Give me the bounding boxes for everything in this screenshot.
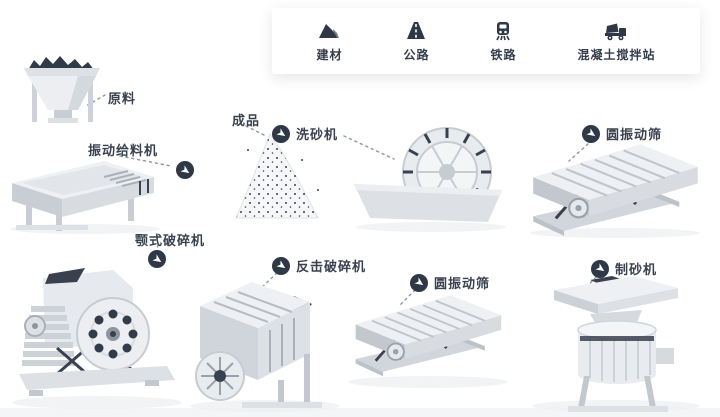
legend-item-concrete-plant: 混凝土搅拌站 — [577, 20, 655, 63]
send-arrow-icon — [275, 128, 285, 137]
legend-item-railway: 铁路 — [490, 20, 516, 63]
ground-shadow — [530, 228, 700, 238]
sand-maker-badge[interactable] — [591, 259, 609, 278]
vibrating-feeder-illustration — [8, 155, 158, 235]
vibrating-feeder-badge[interactable] — [176, 161, 194, 179]
legend-label: 铁路 — [490, 47, 517, 62]
jaw-crusher-illustration — [15, 248, 180, 406]
send-arrow-icon — [275, 260, 285, 269]
application-legend: 建材 公路 — [272, 8, 700, 74]
sand-maker-tag[interactable]: 制砂机 — [591, 259, 657, 278]
legend-label: 建材 — [316, 47, 343, 62]
send-arrow-icon — [151, 253, 161, 262]
raw-material-label: 原料 — [108, 91, 137, 106]
sand-washer-illustration — [352, 122, 507, 234]
impact-crusher-badge[interactable] — [272, 256, 290, 275]
ground-shadow — [356, 222, 506, 232]
road-icon — [404, 20, 428, 42]
sand-maker-label[interactable]: 制砂机 — [615, 262, 658, 277]
ground-shadow — [0, 408, 720, 417]
legend-item-building-materials: 建材 — [316, 20, 342, 63]
train-icon — [491, 20, 515, 42]
send-arrow-icon — [413, 277, 423, 286]
send-arrow-icon — [594, 263, 604, 272]
send-arrow-icon — [179, 164, 189, 173]
vibrating-feeder-label[interactable]: 振动给料机 — [88, 143, 159, 158]
circular-screen-top-tag[interactable]: 圆振动筛 — [582, 124, 662, 143]
jaw-crusher-badge[interactable] — [148, 250, 166, 268]
circular-vibrating-screen-top-illustration — [525, 136, 705, 239]
circular-vibrating-screen-bottom-illustration — [348, 288, 508, 379]
finished-product-pile-illustration — [230, 128, 325, 228]
ground-shadow — [348, 376, 508, 388]
circular-screen-bottom-tag[interactable]: 圆振动筛 — [410, 273, 490, 292]
sand-washer-label[interactable]: 洗砂机 — [296, 127, 339, 142]
circular-screen-bottom-label[interactable]: 圆振动筛 — [434, 276, 491, 291]
impact-crusher-label[interactable]: 反击破碎机 — [296, 259, 367, 274]
ground-shadow — [12, 396, 182, 409]
impact-crusher-illustration — [182, 268, 334, 414]
legend-label: 公路 — [403, 47, 430, 62]
sand-washer-badge[interactable] — [272, 124, 290, 143]
legend-item-highway: 公路 — [403, 20, 429, 63]
circular-screen-bottom-badge[interactable] — [410, 273, 428, 292]
mixer-truck-icon — [603, 20, 629, 42]
impact-crusher-tag[interactable]: 反击破碎机 — [272, 256, 366, 275]
circular-screen-top-label[interactable]: 圆振动筛 — [606, 127, 663, 142]
sand-maker-illustration — [538, 272, 688, 414]
sand-washer-tag[interactable]: 洗砂机 — [272, 124, 338, 143]
finished-product-label: 成品 — [232, 113, 261, 128]
legend-label: 混凝土搅拌站 — [577, 47, 656, 62]
raw-material-hopper-illustration — [18, 52, 106, 128]
jaw-crusher-label[interactable]: 颚式破碎机 — [135, 233, 206, 248]
circular-screen-top-badge[interactable] — [582, 124, 600, 143]
aggregate-pile-icon — [317, 20, 341, 42]
send-arrow-icon — [585, 128, 595, 137]
